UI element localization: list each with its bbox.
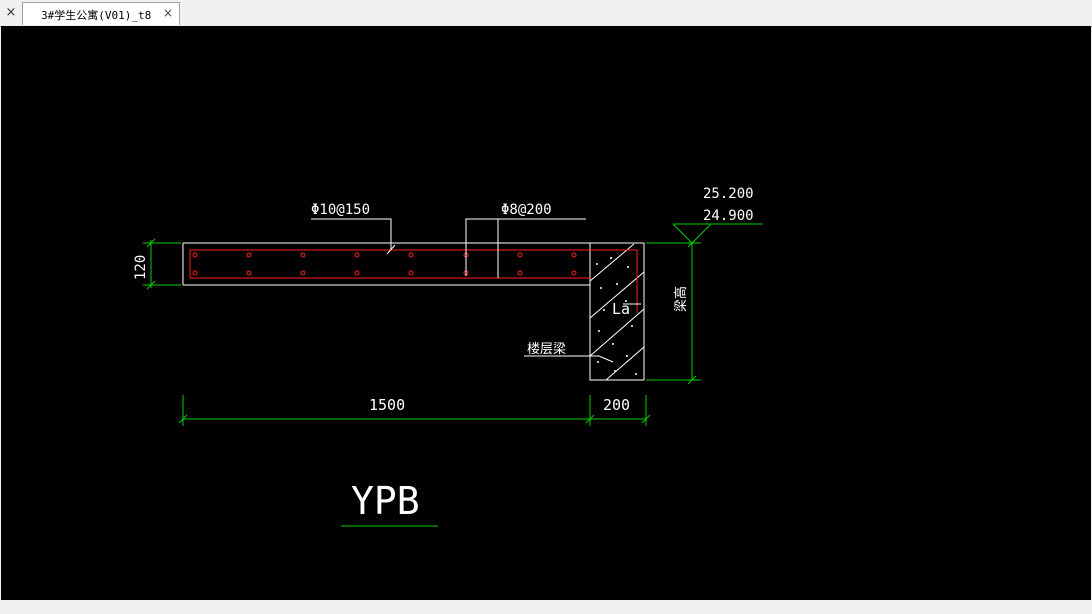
span-dimension — [178, 395, 651, 426]
thickness-dimension — [143, 238, 181, 290]
elevation-bottom-label: 24.900 — [703, 208, 754, 224]
beam-height-label: 梁高 — [673, 286, 689, 312]
anchorage-label: La — [612, 300, 630, 318]
beam-height-dimension — [646, 238, 701, 385]
beam-label: 楼层梁 — [527, 342, 566, 357]
rebar-bottom-label: Φ8@200 — [501, 202, 552, 218]
status-bar — [0, 600, 1092, 614]
drawing-canvas[interactable]: Φ10@150 Φ8@200 La 楼层梁 25.200 24.900 梁高 1 — [1, 26, 1091, 600]
span-dim-label: 1500 — [369, 396, 405, 414]
rebar-top-label: Φ10@150 — [311, 202, 370, 218]
tab-title: 3#学生公寓(V01)_t8 — [41, 9, 152, 22]
beam-width-dim-label: 200 — [603, 396, 630, 414]
elevation-top-label: 25.200 — [703, 186, 754, 202]
drawing-title: YPB — [351, 479, 420, 523]
tab-bar: × 3#学生公寓(V01)_t8 × — [0, 0, 1092, 27]
elevation-marker — [672, 223, 763, 244]
rebar-lines — [189, 249, 638, 313]
slab-outline — [182, 242, 644, 286]
tab-drawing[interactable]: 3#学生公寓(V01)_t8 × — [22, 2, 180, 25]
rebar-leaders — [311, 218, 641, 363]
rebar-dots — [192, 252, 577, 276]
tab-close-icon[interactable]: × — [162, 6, 174, 20]
thickness-dim-label: 120 — [133, 255, 149, 280]
concrete-dots — [596, 257, 637, 375]
close-all-icon[interactable]: × — [5, 5, 17, 20]
